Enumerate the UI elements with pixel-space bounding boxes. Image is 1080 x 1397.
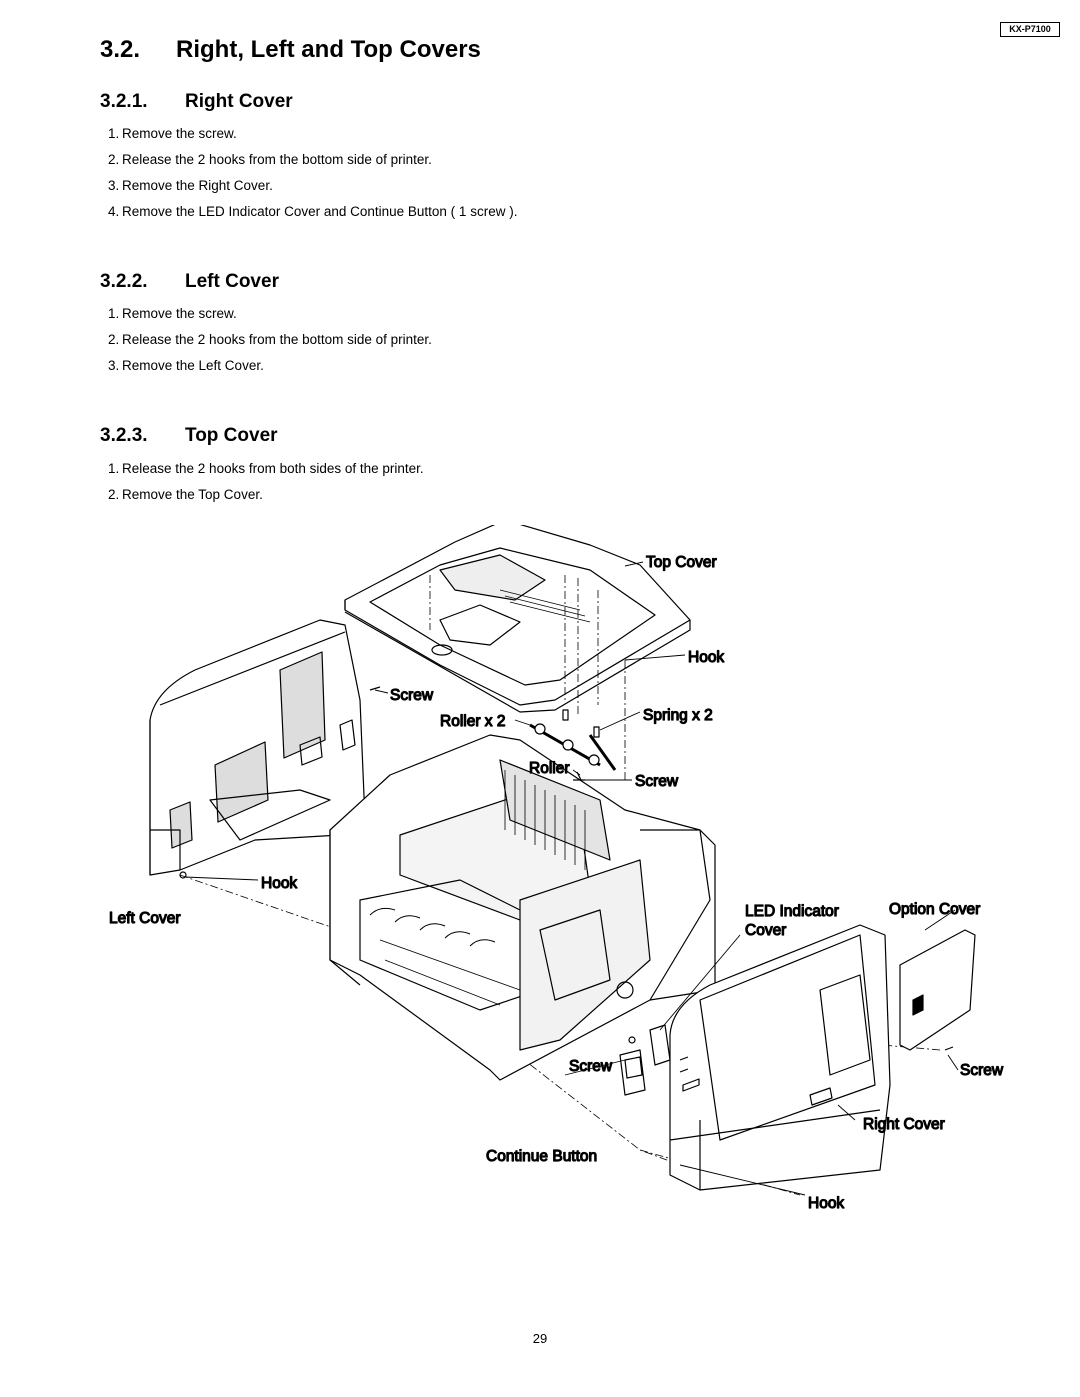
small-parts: [369, 686, 954, 1096]
label-led-indicator-cover-line1: LED Indicator: [745, 903, 839, 920]
page-number: 29: [532, 1331, 548, 1346]
list-item: 1.Release the 2 hooks from both sides of…: [108, 461, 424, 476]
label-hook-top: Hook: [688, 649, 724, 666]
leader-lines: [184, 561, 959, 1196]
subsection-title: Right Cover: [185, 91, 293, 112]
subsection-title: Left Cover: [185, 271, 279, 292]
list-item: 2.Release the 2 hooks from the bottom si…: [108, 332, 432, 347]
label-left-cover: Left Cover: [109, 910, 181, 927]
list-item: 1.Remove the screw.: [108, 306, 237, 321]
list-item: 3.Remove the Right Cover.: [108, 178, 273, 193]
subsection-number: 3.2.2.: [100, 271, 148, 292]
label-top-cover: Top Cover: [646, 554, 717, 571]
roller-spring-assembly: [529, 709, 617, 781]
exploded-diagram: Top Cover Hook Screw Roller x 2 Spring x…: [108, 525, 1004, 1213]
top-cover-steps: 1.Release the 2 hooks from both sides of…: [108, 460, 424, 512]
list-item: 1.Remove the screw.: [108, 126, 237, 141]
label-roller: Roller: [529, 760, 569, 777]
label-spring-x2: Spring x 2: [643, 707, 713, 724]
left-cover-steps: 1.Remove the screw. 2.Release the 2 hook…: [108, 305, 432, 383]
right-cover-part: [669, 924, 891, 1191]
subsection-heading-top-cover: 3.2.3. Top Cover: [100, 425, 278, 447]
label-hook-bottom: Hook: [808, 1195, 844, 1212]
label-screw-right: Screw: [960, 1062, 1004, 1079]
section-number: 3.2.: [100, 36, 141, 63]
subsection-heading-left-cover: 3.2.2. Left Cover: [100, 271, 279, 293]
top-cover-part: [344, 525, 691, 713]
list-item: 4.Remove the LED Indicator Cover and Con…: [108, 204, 518, 219]
subsection-number: 3.2.1.: [100, 91, 148, 112]
label-continue-button: Continue Button: [486, 1148, 597, 1165]
list-item: 3.Remove the Left Cover.: [108, 358, 264, 373]
subsection-number: 3.2.3.: [100, 425, 148, 446]
label-led-indicator-cover-line2: Cover: [745, 922, 786, 939]
section-title: Right, Left and Top Covers: [176, 36, 481, 63]
subsection-title: Top Cover: [185, 425, 278, 446]
label-screw-bottom: Screw: [569, 1058, 613, 1075]
left-cover-part: [149, 619, 366, 879]
subsection-heading-right-cover: 3.2.1. Right Cover: [100, 91, 293, 113]
list-item: 2.Remove the Top Cover.: [108, 487, 263, 502]
option-cover-part: [899, 929, 976, 1051]
printer-body: [329, 734, 716, 1081]
label-roller-x2: Roller x 2: [440, 713, 505, 730]
label-right-cover: Right Cover: [863, 1116, 945, 1133]
label-hook-left: Hook: [261, 875, 297, 892]
label-screw-left: Screw: [390, 687, 434, 704]
section-heading: 3.2. Right, Left and Top Covers: [100, 36, 481, 64]
list-item: 2.Release the 2 hooks from the bottom si…: [108, 152, 432, 167]
right-cover-steps: 1.Remove the screw. 2.Release the 2 hook…: [108, 125, 517, 229]
label-option-cover: Option Cover: [889, 901, 980, 918]
label-screw-mid: Screw: [635, 773, 679, 790]
model-badge: KX-P7100: [1000, 22, 1060, 37]
